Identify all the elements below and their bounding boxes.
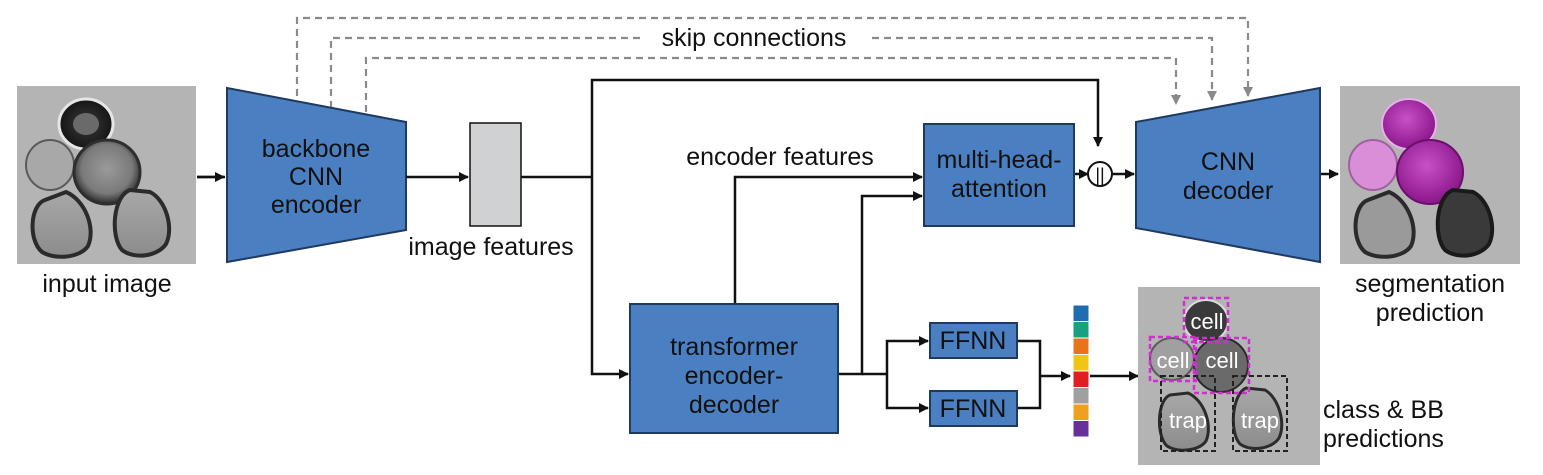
trap-box-1	[1160, 375, 1216, 452]
segmentation-label-line2: prediction	[1376, 299, 1484, 327]
cell-box-2	[1148, 335, 1198, 383]
class-bb-label-line1: class & BB	[1323, 396, 1444, 424]
mha-line1: multi-head-	[936, 146, 1061, 174]
ffnn-top-label: FFNN	[940, 327, 1007, 355]
class-vector-cell	[1072, 387, 1090, 405]
skip-connections-label: skip connections	[662, 24, 847, 52]
class-vector-cell	[1072, 370, 1090, 388]
class-vector-cell	[1072, 420, 1090, 438]
transformer-line1: transformer	[670, 333, 798, 361]
detection-label-trap-2: trap	[1241, 408, 1279, 433]
ffnn-bottom-block: FFNN	[929, 390, 1018, 427]
backbone-line3: encoder	[271, 191, 361, 219]
transformer-line3: decoder	[689, 391, 779, 419]
cnn-decoder-line2: decoder	[1183, 177, 1273, 205]
skip-connections	[295, 16, 1253, 112]
backbone-line2: CNN	[289, 163, 343, 191]
segmentation-label-line1: segmentation	[1355, 270, 1505, 298]
multi-head-attention-block: multi-head- attention	[923, 123, 1075, 227]
concat-symbol: ||	[1095, 165, 1104, 185]
ffnn-bottom-label: FFNN	[940, 395, 1007, 423]
class-vector-cell	[1072, 321, 1090, 339]
detection-label-trap-1: trap	[1169, 408, 1207, 433]
detection-label-cell-1: cell	[1190, 309, 1223, 334]
cell-box-1	[1182, 296, 1230, 344]
mha-line2: attention	[951, 175, 1047, 203]
ffnn-top-block: FFNN	[929, 322, 1018, 359]
detection-label-cell-3: cell	[1205, 348, 1238, 373]
backbone-cnn-encoder: backbone CNN encoder	[226, 86, 407, 264]
encoder-features-label: encoder features	[686, 143, 874, 171]
class-vector-cell	[1072, 304, 1090, 322]
input-image-label: input image	[42, 270, 171, 298]
image-features-label: image features	[408, 233, 573, 261]
class-vector	[1072, 304, 1090, 438]
cell-box-3	[1192, 336, 1251, 395]
trap-box-2	[1232, 375, 1288, 452]
cnn-decoder: CNN decoder	[1135, 86, 1321, 264]
image-features-block	[469, 122, 522, 227]
cnn-decoder-line1: CNN	[1201, 148, 1255, 176]
class-bb-prediction-image: cell cell cell trap trap	[1138, 287, 1320, 465]
detection-label-cell-2: cell	[1156, 348, 1189, 373]
input-image	[17, 86, 196, 264]
class-vector-cell	[1072, 337, 1090, 355]
backbone-line1: backbone	[262, 135, 370, 163]
main-wiring	[521, 78, 1339, 413]
transformer-line2: encoder-	[685, 362, 784, 390]
concatenation-node: ||	[1087, 161, 1113, 187]
class-vector-cell	[1072, 354, 1090, 372]
class-vector-cell	[1072, 403, 1090, 421]
segmentation-prediction-image	[1340, 86, 1520, 264]
class-bb-label-line2: predictions	[1323, 425, 1444, 453]
transformer-encoder-decoder: transformer encoder- decoder	[629, 303, 839, 434]
